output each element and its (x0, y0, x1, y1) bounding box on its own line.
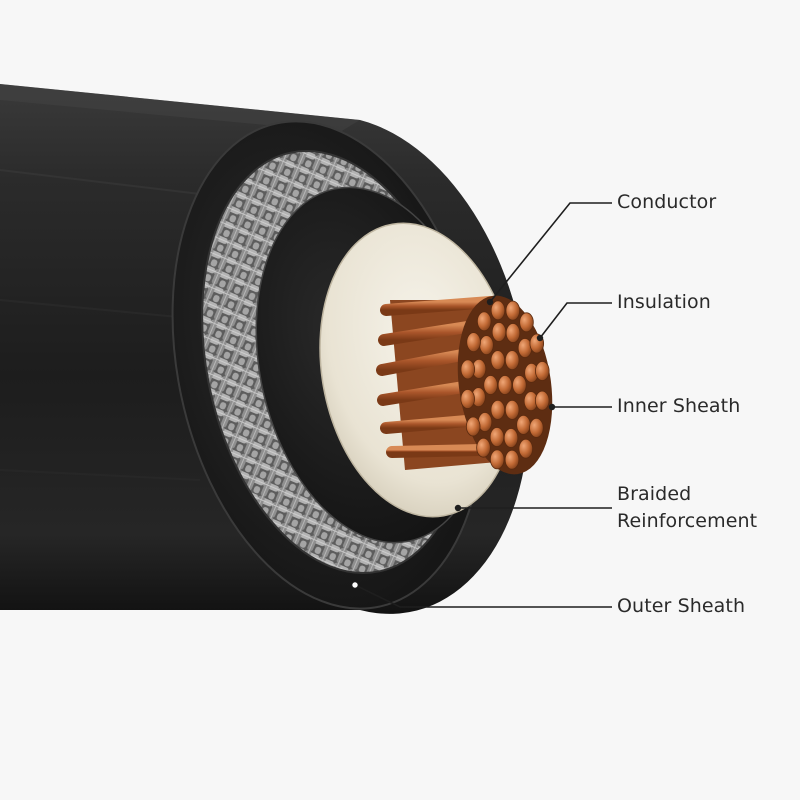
conductor-strand-end (535, 361, 550, 381)
conductor-strand-end (504, 350, 520, 371)
conductor-strand-end (519, 312, 534, 333)
conductor-strand-end (518, 438, 534, 459)
conductor-strand-end (512, 375, 527, 395)
conductor-strand-end (490, 399, 506, 420)
conductor-strand-end (489, 449, 505, 470)
conductor-strand-end (504, 399, 520, 420)
label-conductor: Conductor (617, 191, 717, 213)
conductor-strand-end (516, 414, 531, 435)
label-braided-reinforcement: Braided Reinforcement (617, 481, 757, 535)
conductor-strand-end (479, 335, 494, 356)
conductor-strand-end (505, 300, 521, 321)
conductor-strand-end (491, 322, 507, 342)
conductor-strand-end (534, 390, 550, 411)
conductor-strand-end (505, 323, 521, 343)
conductor-strand-end (460, 389, 475, 409)
conductor-strand-end (489, 427, 505, 447)
conductor-strand-end (490, 350, 506, 371)
conductor-strand-end (504, 449, 520, 470)
label-inner-sheath: Inner Sheath (617, 395, 741, 417)
label-insulation: Insulation (617, 291, 711, 313)
leader-line-conductor (489, 202, 612, 303)
leader-lines (354, 202, 612, 608)
conductor-strand-end (466, 332, 481, 353)
conductor-strand-end (529, 417, 544, 438)
conductor-strand-end (460, 359, 476, 380)
conductor-strand-end (490, 300, 506, 321)
conductor-strand-end (497, 375, 513, 395)
label-outer-sheath: Outer Sheath (617, 595, 746, 617)
conductor-strand-end (503, 428, 519, 448)
conductor-strand-end (483, 375, 498, 395)
label-braided-line1: Braided (617, 483, 692, 505)
conductor-strand-end (476, 437, 491, 458)
conductor-strand-end (476, 311, 492, 332)
leader-dots (351, 298, 556, 589)
label-braided-line2: Reinforcement (617, 510, 758, 532)
conductor-strand-end (465, 416, 481, 437)
conductor-strand-ends (460, 300, 550, 470)
leader-line-insulation (539, 302, 612, 339)
leader-line-outer-sheath (354, 584, 612, 608)
